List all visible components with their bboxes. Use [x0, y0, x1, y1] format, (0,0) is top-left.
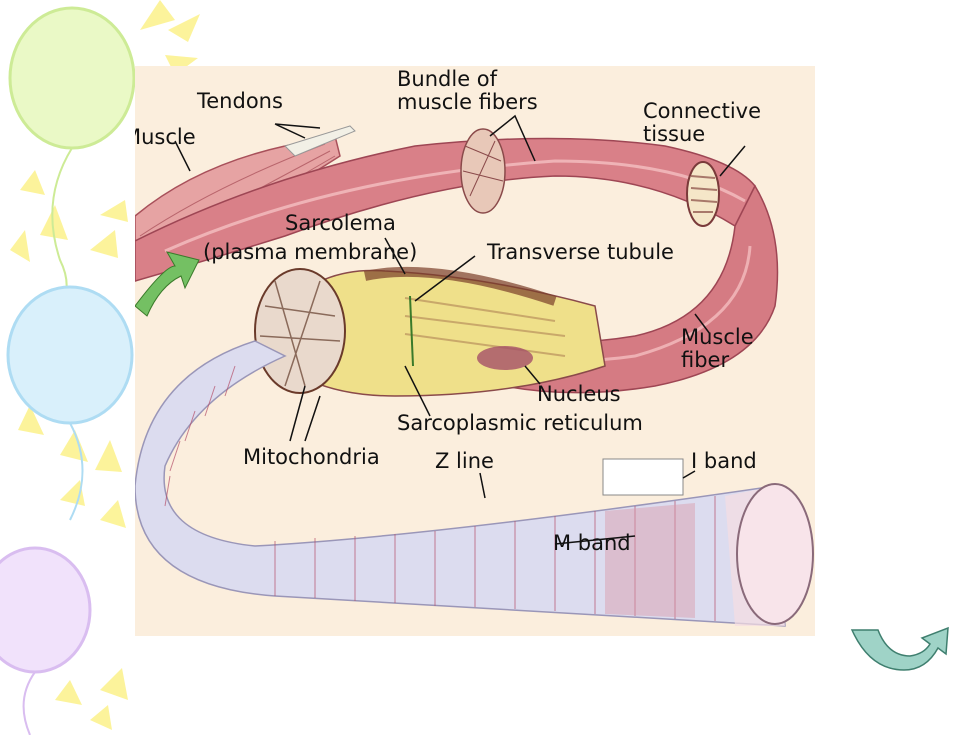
- muscle-structure-illustration: [135, 114, 814, 627]
- green-balloon-icon: [8, 6, 136, 331]
- tendon-shape: [284, 125, 356, 157]
- label-plasma-membrane: (plasma membrane): [203, 240, 418, 264]
- fiber-cross-section: [254, 268, 346, 394]
- muscle-anatomy-diagram: Muscle Tendons Bundle of muscle fibers C…: [135, 66, 815, 636]
- label-bundle-of-muscle-fibers: Bundle of muscle fibers: [397, 67, 538, 114]
- label-nucleus: Nucleus: [537, 382, 621, 406]
- nucleus-shape: [477, 346, 533, 370]
- label-connective-tissue: Connective tissue: [643, 99, 762, 146]
- label-m-band: M band: [553, 531, 631, 555]
- myofibril-end: [736, 483, 814, 625]
- purple-balloon-icon: [0, 546, 92, 735]
- i-band-box: [602, 458, 684, 496]
- label-mitochondria: Mitochondria: [243, 445, 380, 469]
- blue-balloon-icon: [6, 285, 134, 521]
- label-sarcolema: Sarcolema: [285, 211, 396, 235]
- connective-tissue-end: [686, 161, 720, 227]
- bundle-cross-section: [460, 128, 506, 214]
- yellow-rays-decoration: [10, 0, 200, 730]
- curved-return-arrow-icon[interactable]: [848, 624, 958, 676]
- label-muscle: Muscle: [135, 125, 196, 149]
- label-muscle-fiber: Muscle fiber: [681, 325, 754, 372]
- label-transverse-tubule: Transverse tubule: [487, 240, 674, 264]
- label-sarcoplasmic-reticulum: Sarcoplasmic reticulum: [397, 411, 643, 435]
- leader-lines: [174, 114, 746, 545]
- label-i-band: I band: [691, 449, 757, 473]
- label-z-line: Z line: [435, 449, 494, 473]
- green-arrow-icon: [135, 251, 200, 317]
- label-tendons: Tendons: [197, 89, 283, 113]
